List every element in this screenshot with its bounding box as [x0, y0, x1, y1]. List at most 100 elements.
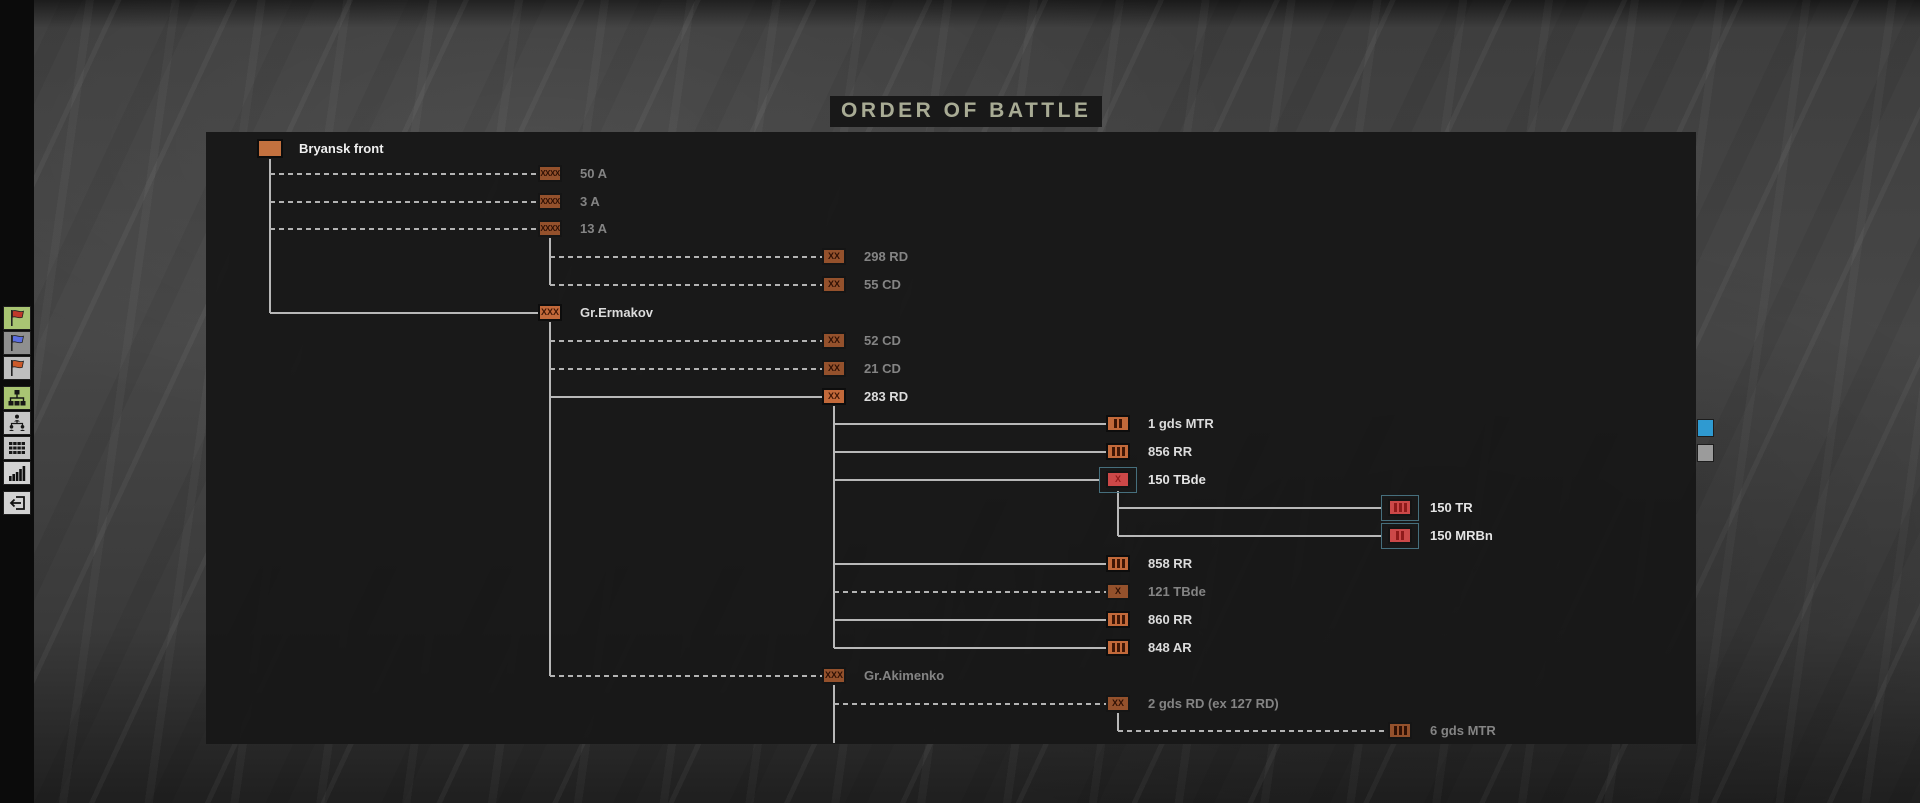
echelon-III: [1393, 503, 1407, 512]
exit-icon: [9, 496, 25, 510]
unit-label: Gr.Akimenko: [864, 668, 945, 683]
selection-outline: [1381, 523, 1419, 549]
unit-symbol-52-cd[interactable]: XX: [822, 332, 846, 349]
echelon-bar: [1398, 503, 1402, 512]
flag-blue-icon[interactable]: [3, 331, 31, 355]
unit-symbol-283-rd[interactable]: XX: [822, 388, 846, 405]
tree-connector-line: [833, 685, 835, 743]
grid-table-icon[interactable]: [3, 436, 31, 460]
echelon-bar: [1116, 615, 1120, 624]
unit-symbol-121-tbde[interactable]: X: [1106, 583, 1130, 600]
unit-label: 848 AR: [1148, 640, 1192, 655]
unit-symbol-150-mrbn[interactable]: [1388, 527, 1412, 544]
unit-symbol-858-rr[interactable]: [1106, 555, 1130, 572]
echelon-X: X: [1114, 586, 1121, 596]
unit-label: 150 TBde: [1148, 472, 1206, 487]
tree-connector-line: [270, 173, 538, 175]
tree-connector-line: [269, 159, 271, 313]
unit-symbol-298-rd[interactable]: XX: [822, 248, 846, 265]
left-toolbar: [0, 0, 34, 803]
unit-symbol-bryansk-front[interactable]: [257, 139, 283, 158]
unit-label: Gr.Ermakov: [580, 305, 653, 320]
echelon-bar: [1401, 531, 1404, 540]
unit-label: 2 gds RD (ex 127 RD): [1148, 696, 1279, 711]
unit-label: 298 RD: [864, 249, 909, 264]
echelon-XXXX: XXXX: [540, 223, 560, 233]
unit-symbol-55-cd[interactable]: XX: [822, 276, 846, 293]
org-chart-icon: [8, 390, 26, 406]
flag-red-icon[interactable]: [3, 306, 31, 330]
unit-label: 121 TBde: [1148, 584, 1206, 599]
echelon-bar: [1393, 726, 1397, 735]
tree-connector-line: [550, 256, 822, 258]
echelon-bar: [1116, 643, 1120, 652]
flag-orange-icon: [11, 360, 25, 376]
unit-symbol-860-rr[interactable]: [1106, 611, 1130, 628]
tree-connector-line: [833, 406, 835, 648]
flag-blue-icon: [11, 335, 25, 351]
unit-symbol-13-a[interactable]: XXXX: [538, 220, 562, 237]
unit-symbol-50-a[interactable]: XXXX: [538, 165, 562, 182]
panel-button-blue[interactable]: [1697, 419, 1714, 437]
unit-label: 283 RD: [864, 389, 909, 404]
unit-label: 150 MRBn: [1430, 528, 1493, 543]
unit-label: 1 gds MTR: [1148, 416, 1214, 431]
tree-connector-line: [550, 368, 822, 370]
unit-label: Bryansk front: [299, 141, 384, 156]
bar-chart-icon: [9, 466, 26, 481]
echelon-bar: [1111, 615, 1115, 624]
echelon-II: [1396, 531, 1404, 540]
echelon-bar: [1111, 447, 1115, 456]
echelon-bar: [1396, 531, 1399, 540]
unit-symbol-856-rr[interactable]: [1106, 443, 1130, 460]
unit-symbol-6-gds-mtr[interactable]: [1388, 722, 1412, 739]
tree-connector-line: [270, 312, 538, 314]
echelon-bar: [1393, 503, 1397, 512]
tree-connector-line: [549, 322, 551, 676]
echelon-XXX: XXX: [540, 307, 559, 317]
unit-symbol-2-gds-rd-ex-127-rd[interactable]: XX: [1106, 695, 1130, 712]
unit-symbol-1-gds-mtr[interactable]: [1106, 415, 1130, 432]
grid-table-icon: [9, 442, 25, 454]
tree-connector-line: [834, 451, 1106, 453]
echelon-XX: XX: [827, 279, 840, 289]
tree-connector-line: [270, 228, 538, 230]
echelon-bar: [1403, 503, 1407, 512]
tree-connector-line: [550, 396, 822, 398]
unit-symbol-150-tbde[interactable]: X: [1106, 471, 1130, 488]
echelon-III: [1111, 615, 1125, 624]
tree-connector-line: [834, 591, 1106, 593]
unit-symbol-gr-akimenko[interactable]: XXX: [822, 667, 846, 684]
echelon-bar: [1398, 726, 1402, 735]
flag-red-icon: [11, 310, 25, 326]
panel-button-gray[interactable]: [1697, 444, 1714, 462]
unit-label: 3 A: [580, 194, 600, 209]
echelon-bar: [1111, 643, 1115, 652]
echelon-bar: [1121, 447, 1125, 456]
flag-orange-icon[interactable]: [3, 356, 31, 380]
echelon-XXXX: XXXX: [540, 196, 560, 206]
echelon-bar: [1116, 447, 1120, 456]
org-chart-people-icon[interactable]: [3, 411, 31, 435]
echelon-XX: XX: [827, 363, 840, 373]
bar-chart-icon[interactable]: [3, 461, 31, 485]
unit-label: 50 A: [580, 166, 607, 181]
echelon-bar: [1114, 419, 1117, 428]
unit-symbol-21-cd[interactable]: XX: [822, 360, 846, 377]
unit-symbol-gr-ermakov[interactable]: XXX: [538, 304, 562, 321]
unit-symbol-848-ar[interactable]: [1106, 639, 1130, 656]
org-chart-icon[interactable]: [3, 386, 31, 410]
echelon-III: [1111, 447, 1125, 456]
echelon-bar: [1111, 559, 1115, 568]
order-of-battle-panel: [206, 132, 1696, 744]
echelon-II: [1114, 419, 1122, 428]
unit-symbol-150-tr[interactable]: [1388, 499, 1412, 516]
unit-label: 856 RR: [1148, 444, 1193, 459]
echelon-XXXX: XXXX: [540, 168, 560, 178]
unit-label: 860 RR: [1148, 612, 1193, 627]
tree-connector-line: [834, 563, 1106, 565]
unit-symbol-3-a[interactable]: XXXX: [538, 193, 562, 210]
exit-icon[interactable]: [3, 491, 31, 515]
echelon-XXX: XXX: [824, 670, 843, 680]
